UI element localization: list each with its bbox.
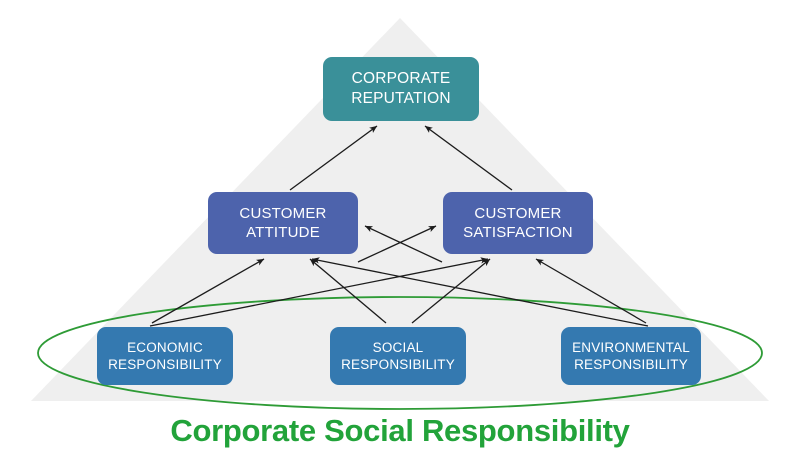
diagram-title: Corporate Social Responsibility <box>170 413 630 448</box>
node-social-responsibility[interactable]: SOCIAL RESPONSIBILITY <box>330 327 466 385</box>
node-corporate-reputation[interactable]: CORPORATE REPUTATION <box>323 57 479 121</box>
node-label-line1: SOCIAL <box>372 339 424 355</box>
arrow-satisfaction-to-attitude <box>364 225 443 263</box>
arrow-satisfaction-to-reputation <box>424 125 513 191</box>
csr-ellipse <box>37 296 763 410</box>
arrow-social-to-satisfaction <box>411 258 491 324</box>
node-environmental-responsibility[interactable]: ENVIRONMENTAL RESPONSIBILITY <box>561 327 701 385</box>
arrow-environmental-to-satisfaction <box>535 258 647 324</box>
node-label-line1: ECONOMIC <box>127 339 203 355</box>
node-label-line2: RESPONSIBILITY <box>108 357 222 372</box>
node-customer-attitude[interactable]: CUSTOMER ATTITUDE <box>208 192 358 254</box>
arrow-economic-to-attitude <box>151 258 265 324</box>
node-label-line2: ATTITUDE <box>246 224 320 241</box>
arrow-attitude-to-satisfaction <box>357 225 437 263</box>
node-label-line2: SATISFACTION <box>463 224 573 241</box>
arrow-social-to-attitude <box>309 258 387 324</box>
node-label-line2: RESPONSIBILITY <box>341 357 455 372</box>
node-label-line1: ENVIRONMENTAL <box>572 339 690 355</box>
node-label-line2: RESPONSIBILITY <box>574 357 688 372</box>
arrow-environmental-to-attitude <box>311 257 649 327</box>
node-label-line1: CORPORATE <box>351 70 451 88</box>
arrow-economic-to-satisfaction <box>149 257 489 327</box>
node-economic-responsibility[interactable]: ECONOMIC RESPONSIBILITY <box>97 327 233 385</box>
node-label-line1: CUSTOMER <box>474 204 562 222</box>
node-customer-satisfaction[interactable]: CUSTOMER SATISFACTION <box>443 192 593 254</box>
node-label-line2: REPUTATION <box>351 90 451 107</box>
arrow-attitude-to-reputation <box>289 125 378 191</box>
node-label-line1: CUSTOMER <box>239 204 327 222</box>
